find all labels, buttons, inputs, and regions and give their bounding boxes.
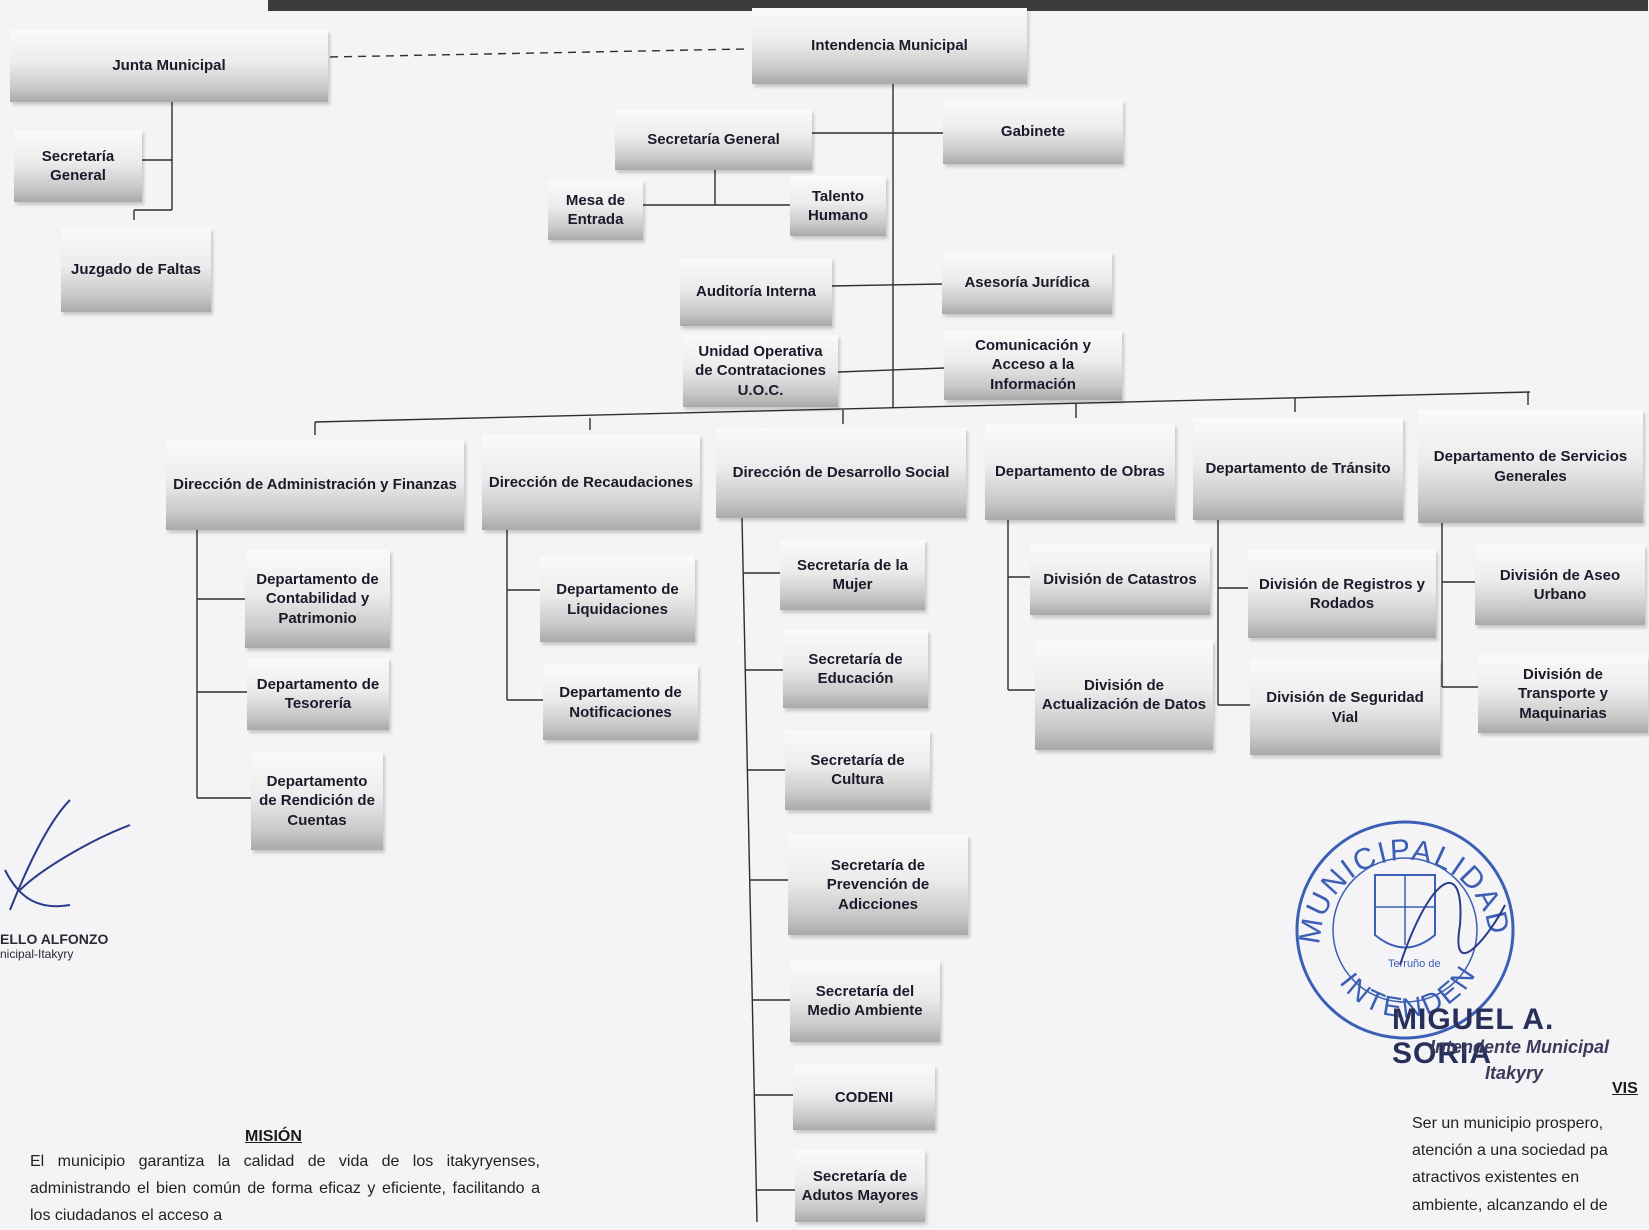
box-unidad-operativa-contrataciones: Unidad Operativa de Contrataciones U.O.C…	[683, 335, 838, 407]
box-direccion-administracion-finanzas: Dirección de Administración y Finanzas	[166, 440, 464, 530]
box-departamento-obras: Departamento de Obras	[985, 424, 1175, 520]
box-secretaria-adultos-mayores: Secretaría de Adutos Mayores	[795, 1150, 925, 1222]
vision-line: Ser un municipio prospero,	[1412, 1115, 1604, 1132]
box-gabinete: Gabinete	[943, 100, 1123, 164]
box-division-registros-rodados: División de Registros y Rodados	[1248, 550, 1436, 638]
vision-text: Ser un municipio prospero, atención a un…	[1412, 1110, 1649, 1219]
vision-title: VIS	[1612, 1080, 1638, 1097]
signature-left-role: nicipal-Itakyry	[0, 947, 74, 961]
box-junta-municipal: Junta Municipal	[10, 30, 328, 102]
box-division-catastros: División de Catastros	[1030, 545, 1210, 615]
box-direccion-desarrollo-social: Dirección de Desarrollo Social	[716, 428, 966, 518]
signature-right-role: Intendente Municipal	[1430, 1037, 1610, 1057]
box-auditoria-interna: Auditoría Interna	[680, 258, 832, 326]
box-talento-humano: Talento Humano	[790, 176, 886, 236]
box-secretaria-mujer: Secretaría de la Mujer	[780, 540, 925, 610]
box-codeni: CODENI	[793, 1065, 935, 1130]
box-departamento-liquidaciones: Departamento de Liquidaciones	[540, 557, 695, 642]
vision-line: atractivos existentes en	[1412, 1169, 1580, 1187]
box-division-transporte-maquinarias: División de Transporte y Maquinarias	[1478, 655, 1648, 733]
box-departamento-contabilidad-patrimonio: Departamento de Contabilidad y Patrimoni…	[245, 550, 390, 648]
box-departamento-tesoreria: Departamento de Tesorería	[247, 658, 389, 730]
box-division-actualizacion-datos: División de Actualización de Datos	[1035, 640, 1213, 750]
handwritten-signature-left	[4, 799, 131, 911]
vision-line: atención a una sociedad pa	[1412, 1142, 1608, 1160]
box-secretaria-educacion: Secretaría de Educación	[783, 630, 928, 708]
box-direccion-recaudaciones: Dirección de Recaudaciones	[482, 435, 700, 530]
box-secretaria-medio-ambiente: Secretaría del Medio Ambiente	[790, 960, 940, 1042]
box-secretaria-general: Secretaría General	[615, 110, 812, 170]
box-secretaria-general-junta: Secretaría General	[14, 130, 142, 202]
box-departamento-servicios-generales: Departamento de Servicios Generales	[1418, 410, 1643, 523]
signature-left-name: ELLO ALFONZO	[0, 931, 109, 947]
box-departamento-notificaciones: Departamento de Notificaciones	[543, 665, 698, 740]
box-asesoria-juridica: Asesoría Jurídica	[942, 252, 1112, 314]
box-departamento-rendicion-cuentas: Departamento de Rendición de Cuentas	[251, 752, 383, 850]
box-comunicacion-acceso-informacion: Comunicación y Acceso a la Información	[944, 330, 1122, 400]
box-juzgado-de-faltas: Juzgado de Faltas	[61, 228, 211, 312]
mision-text: El municipio garantiza la calidad de vid…	[30, 1153, 540, 1225]
signature-right-city: Itakyry	[1485, 1063, 1544, 1083]
mision-title: MISIÓN	[245, 1128, 302, 1145]
top-bar	[268, 0, 1648, 11]
vision-line: ambiente, alcanzando el de	[1412, 1196, 1608, 1214]
box-departamento-transito: Departamento de Tránsito	[1193, 418, 1403, 520]
box-secretaria-prevencion-adicciones: Secretaría de Prevención de Adicciones	[788, 835, 968, 935]
municipal-stamp: MUNICIPALIDAD DE ITAKYRY INTENDENCIA Ter…	[1290, 815, 1516, 1040]
signature-right-name: MIGUEL A. SORIA	[1392, 1003, 1555, 1070]
box-mesa-de-entrada: Mesa de Entrada	[548, 180, 643, 240]
svg-text:Terruño de: Terruño de	[1388, 958, 1441, 970]
box-division-aseo-urbano: División de Aseo Urbano	[1475, 545, 1645, 625]
box-secretaria-cultura: Secretaría de Cultura	[785, 730, 930, 810]
box-division-seguridad-vial: División de Seguridad Vial	[1250, 660, 1440, 755]
box-intendencia-municipal: Intendencia Municipal	[752, 8, 1027, 84]
svg-text:MUNICIPALIDAD DE ITAKYRY: MUNICIPALIDAD DE ITAKYRY	[1290, 815, 1516, 948]
